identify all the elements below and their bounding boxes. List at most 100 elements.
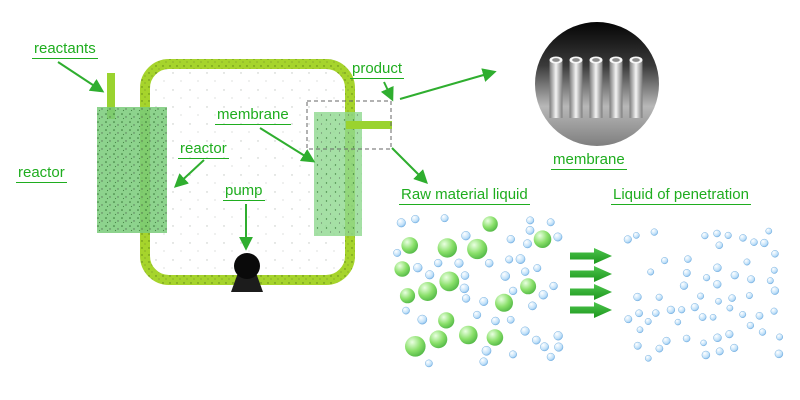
blue-particle bbox=[725, 330, 734, 339]
blue-particle bbox=[393, 248, 402, 257]
annotation-arrows bbox=[57, 61, 497, 251]
blue-particle bbox=[739, 234, 747, 242]
green-particle bbox=[467, 238, 488, 260]
blue-particle bbox=[528, 301, 537, 311]
pump-body bbox=[234, 253, 260, 279]
blue-particle bbox=[770, 307, 778, 315]
membrane-tube bbox=[589, 60, 603, 118]
blue-particle bbox=[515, 254, 526, 264]
label-membrane-loop: membrane bbox=[215, 106, 291, 125]
blue-particle bbox=[479, 297, 489, 306]
product-arrow bbox=[380, 81, 394, 102]
label-product: product bbox=[350, 60, 405, 79]
zoom-to-membrane-arrow bbox=[399, 68, 497, 100]
blue-particle bbox=[623, 235, 632, 244]
label-penetration: Liquid of penetration bbox=[611, 186, 751, 205]
blue-particle bbox=[713, 280, 722, 289]
blue-particle bbox=[508, 286, 518, 296]
blue-particle bbox=[509, 350, 517, 359]
green-particle bbox=[437, 238, 457, 258]
green-particle bbox=[533, 230, 552, 248]
tube-bore bbox=[552, 58, 560, 62]
green-particle bbox=[486, 329, 504, 346]
blue-particle bbox=[776, 333, 783, 341]
blue-particle bbox=[655, 344, 664, 353]
blue-particle bbox=[652, 309, 660, 317]
blue-particle bbox=[739, 311, 747, 318]
green-particle bbox=[495, 293, 513, 312]
blue-particle bbox=[746, 292, 753, 299]
blue-particle bbox=[765, 227, 773, 235]
blue-particle bbox=[644, 318, 652, 325]
blue-particle bbox=[485, 259, 494, 268]
blue-particle bbox=[402, 306, 410, 315]
green-particle bbox=[439, 271, 460, 292]
membrane-tubes bbox=[549, 56, 643, 118]
blue-particle bbox=[636, 326, 644, 334]
blue-particle bbox=[454, 258, 464, 268]
blue-particle bbox=[479, 357, 488, 366]
blue-particle bbox=[549, 281, 558, 291]
green-particle bbox=[401, 237, 419, 254]
blue-particle bbox=[661, 257, 669, 265]
green-particle bbox=[405, 336, 426, 357]
membrane-tube bbox=[629, 60, 643, 118]
penetration-liquid-particles bbox=[623, 227, 784, 362]
blue-particle bbox=[633, 232, 640, 239]
blue-particle bbox=[554, 342, 564, 352]
membrane-tube bbox=[609, 60, 623, 118]
blue-particle bbox=[743, 258, 751, 266]
label-membrane-circle: membrane bbox=[551, 151, 627, 170]
blue-particle bbox=[715, 297, 722, 305]
tube-bore bbox=[592, 58, 600, 62]
label-pump: pump bbox=[223, 182, 265, 201]
blue-particle bbox=[523, 239, 532, 249]
blue-particle bbox=[462, 294, 471, 303]
blue-particle bbox=[520, 326, 530, 336]
blue-particle bbox=[766, 277, 774, 285]
green-particle bbox=[438, 312, 455, 329]
blue-particle bbox=[434, 259, 443, 268]
blue-particle bbox=[633, 292, 642, 302]
blue-particle bbox=[553, 232, 563, 242]
blue-particle bbox=[546, 352, 555, 361]
flow-block-arrow bbox=[570, 248, 612, 264]
blue-particle bbox=[417, 314, 428, 325]
membrane-arrow bbox=[259, 127, 316, 163]
blue-particle bbox=[774, 349, 784, 359]
tube-bore bbox=[632, 58, 640, 62]
membrane-tube bbox=[549, 60, 563, 118]
blue-particle bbox=[666, 305, 676, 315]
reactants-arrow bbox=[57, 61, 105, 93]
reactor-vessel bbox=[97, 107, 167, 233]
inspection-dashed-box bbox=[306, 100, 392, 150]
blue-particle bbox=[709, 313, 717, 321]
blue-particle bbox=[425, 359, 433, 368]
green-particle bbox=[394, 261, 411, 277]
green-particle bbox=[482, 216, 498, 232]
label-reactor-mid: reactor bbox=[178, 140, 229, 159]
blue-particle bbox=[730, 343, 739, 352]
blue-particle bbox=[771, 250, 779, 258]
blue-particle bbox=[521, 267, 530, 276]
blue-particle bbox=[633, 341, 642, 350]
reactor-arrow bbox=[173, 159, 205, 188]
blue-particle bbox=[396, 218, 406, 228]
blue-particle bbox=[701, 232, 709, 240]
green-particle bbox=[520, 278, 537, 295]
blue-particle bbox=[425, 270, 435, 280]
blue-particle bbox=[411, 215, 420, 224]
flow-block-arrow bbox=[570, 266, 612, 282]
green-particle bbox=[459, 325, 478, 345]
membrane-module bbox=[314, 112, 362, 236]
blue-particle bbox=[701, 350, 711, 360]
green-particle bbox=[429, 330, 448, 349]
label-reactor-left: reactor bbox=[16, 164, 67, 183]
blue-particle bbox=[413, 263, 423, 273]
blue-particle bbox=[491, 316, 500, 326]
blue-particle bbox=[758, 328, 767, 336]
green-particle bbox=[418, 282, 438, 301]
label-raw-liquid: Raw material liquid bbox=[399, 186, 530, 205]
blue-particle bbox=[750, 238, 758, 246]
